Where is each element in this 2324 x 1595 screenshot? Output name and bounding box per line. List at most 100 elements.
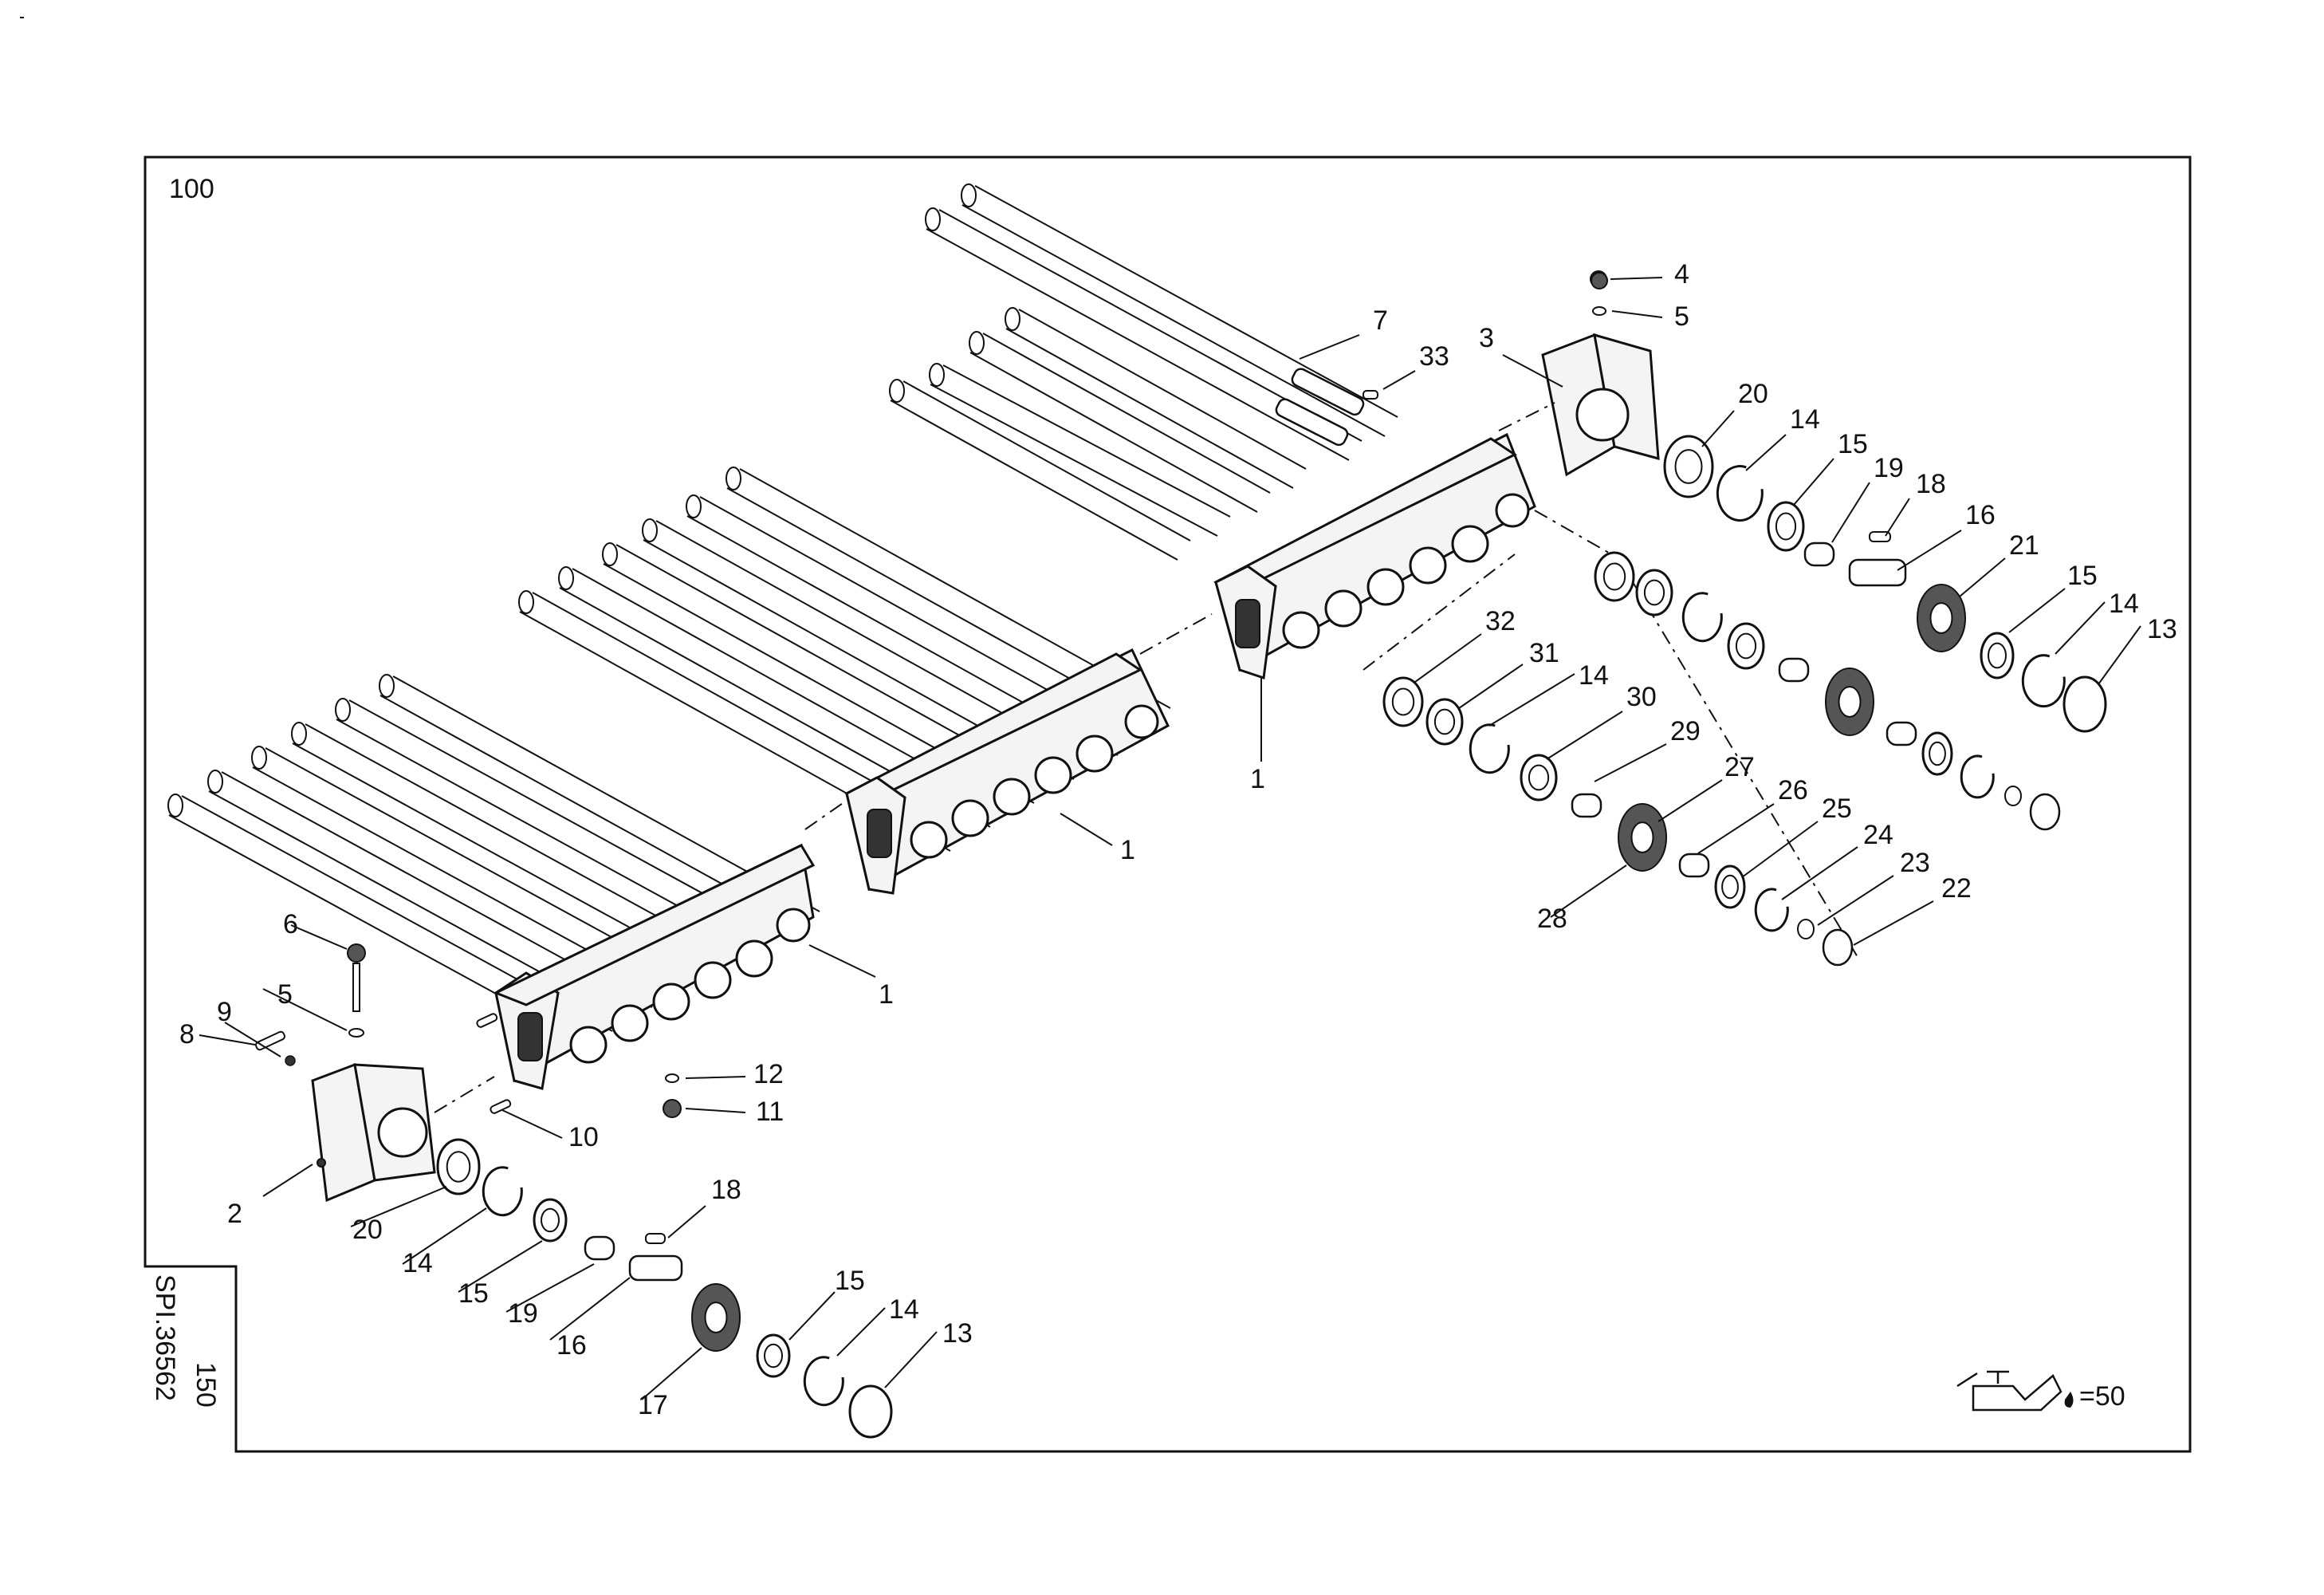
gear-21 xyxy=(1917,584,1966,652)
roller-end xyxy=(925,207,941,231)
ring-23 xyxy=(2004,786,2022,806)
bearing-30 xyxy=(1520,754,1558,801)
roller-end xyxy=(726,467,741,490)
leader-line xyxy=(1382,370,1416,390)
oil-can-icon: =50 xyxy=(1956,1370,2125,1412)
leader-line xyxy=(1817,875,1894,926)
circlip-14 xyxy=(803,1356,844,1407)
bearing-25 xyxy=(1921,731,1953,776)
seal-ring-13 xyxy=(2063,675,2107,733)
bearing-15 xyxy=(1767,501,1805,552)
leader-line xyxy=(884,1331,938,1388)
circlip-14 xyxy=(2021,654,2066,708)
callout-29: 29 xyxy=(1670,716,1701,746)
leader-line xyxy=(501,1109,563,1139)
callout-25: 25 xyxy=(1822,794,1852,824)
drawing-code: SPI.36562 xyxy=(150,1274,180,1401)
leader-line xyxy=(262,988,348,1031)
oil-quantity-label: =50 xyxy=(2079,1381,2125,1412)
roller-end xyxy=(1005,307,1020,331)
leader-line xyxy=(549,1277,631,1341)
bush-26 xyxy=(1886,721,1917,746)
leader-line xyxy=(262,1164,313,1197)
roller-shaft xyxy=(889,379,1191,561)
bearing-15-inner xyxy=(1775,512,1797,541)
roller-edge xyxy=(930,384,1218,537)
nozzle-7 xyxy=(1275,398,1349,447)
washer-32-inner xyxy=(1602,562,1626,591)
end-cover-left xyxy=(311,1062,436,1203)
callout-4: 4 xyxy=(1674,259,1689,289)
roller-edge xyxy=(1005,328,1294,489)
circlip-14 xyxy=(1681,592,1723,643)
leader-line xyxy=(350,1186,447,1227)
roller-edge xyxy=(974,185,1398,418)
washer-32 xyxy=(1382,676,1424,727)
leader-line xyxy=(788,1291,836,1341)
leader-line xyxy=(1697,803,1775,854)
roller-shaft xyxy=(969,331,1271,513)
callout-16: 16 xyxy=(1965,500,1996,530)
callout-21: 21 xyxy=(2009,530,2039,561)
leader-line xyxy=(290,924,348,950)
callout-6: 6 xyxy=(283,909,298,939)
callout-1: 1 xyxy=(1250,764,1265,794)
washer-5 xyxy=(1592,306,1606,316)
leader-line xyxy=(685,1108,746,1113)
bearing-30 xyxy=(1727,622,1765,670)
gear-28-bore xyxy=(1630,821,1654,853)
plug-33 xyxy=(1363,390,1378,400)
seal-ring-20-inner xyxy=(1674,449,1703,484)
washer-31-inner xyxy=(1643,579,1665,606)
circlip-24 xyxy=(1754,888,1789,932)
small-parts xyxy=(254,272,2107,1439)
callout-11: 11 xyxy=(756,1097,784,1127)
leader-line xyxy=(2098,625,2141,685)
bush-29 xyxy=(1778,657,1810,683)
bearing-15 xyxy=(1980,632,2015,679)
roller-end xyxy=(969,331,985,355)
circlip-14 xyxy=(1469,723,1510,774)
roller-edge xyxy=(926,228,1350,461)
bush-26-body xyxy=(1678,853,1710,878)
bearing-30-inner xyxy=(1528,764,1550,791)
washer-31-inner xyxy=(1433,708,1456,735)
callout-1: 1 xyxy=(1120,835,1135,865)
shaft-16 xyxy=(628,1254,683,1282)
callout-19: 19 xyxy=(508,1298,538,1329)
seal-ring-20 xyxy=(1663,435,1714,498)
callout-14: 14 xyxy=(889,1294,919,1325)
bearing-30-inner xyxy=(1735,632,1757,660)
washer-32-inner xyxy=(1391,687,1415,716)
bush-29-body xyxy=(1571,793,1602,818)
washer-12 xyxy=(665,1073,679,1083)
callout-24: 24 xyxy=(1863,820,1893,850)
pin-10 xyxy=(476,1013,498,1028)
leader-line xyxy=(1550,864,1627,918)
callout-13: 13 xyxy=(2147,614,2177,644)
callout-28: 28 xyxy=(1537,904,1567,934)
callout-15: 15 xyxy=(458,1278,489,1309)
leader-line xyxy=(1458,664,1524,709)
callout-17: 17 xyxy=(638,1390,668,1420)
callout-20: 20 xyxy=(1738,379,1768,409)
roller-end xyxy=(686,494,702,518)
cap-22 xyxy=(2029,793,2061,831)
callout-23: 23 xyxy=(1900,848,1930,878)
gear-17-bore xyxy=(704,1302,728,1333)
callout-12: 12 xyxy=(753,1059,784,1089)
roller-edge xyxy=(902,380,1191,542)
callout-labels: 1 1 1 2 3 4 5 5 6 7 8 9 10 11 12 13 13 1… xyxy=(179,259,2177,1420)
roller-shaft xyxy=(929,363,1231,537)
manifold-housing-rear xyxy=(1213,432,1536,679)
bearing-15-inner xyxy=(541,1207,560,1233)
leader-line xyxy=(1959,557,2006,597)
leader-line xyxy=(1657,779,1723,822)
callout-18: 18 xyxy=(1916,469,1946,499)
leader-line xyxy=(2055,601,2106,655)
axis-line xyxy=(434,1076,495,1113)
leader-lines xyxy=(199,277,2141,1400)
bush-29-body xyxy=(1778,657,1810,683)
roller-edge xyxy=(969,352,1258,513)
leader-line xyxy=(1853,900,1934,946)
